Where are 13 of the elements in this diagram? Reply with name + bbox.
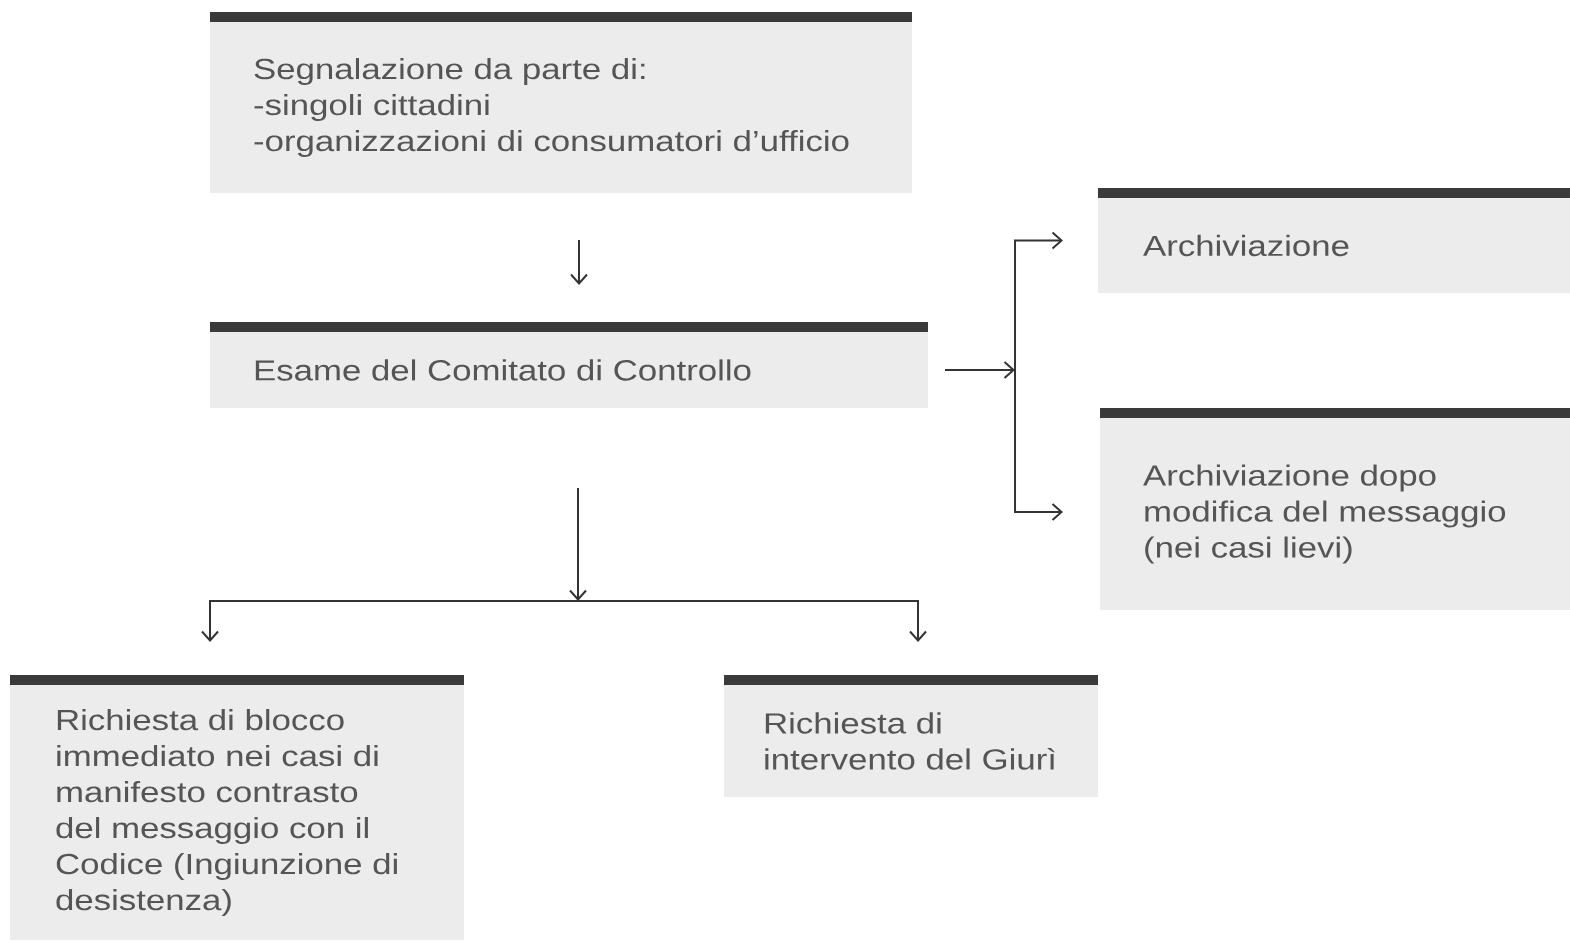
arrow: [201, 600, 579, 642]
arrow: [1014, 231, 1063, 371]
arrow: [570, 239, 588, 285]
arrow: [944, 361, 1015, 379]
arrow: [569, 487, 587, 601]
process-box: Archiviazione: [1098, 188, 1570, 293]
process-box: Archiviazione dopo modifica del messaggio (nei casi lievi): [1100, 408, 1570, 610]
process-box: Richiesta di blocco immediato nei casi di manifesto contrasto del messaggio con il Codice (Ingiunzione di desistenza): [10, 675, 464, 940]
process-box: Esame del Comitato di Controllo: [210, 322, 928, 408]
arrow: [1014, 369, 1063, 521]
process-box: Segnalazione da parte di: -singoli cittadini -organizzazioni di consumatori d’ufficio: [210, 12, 912, 193]
process-box: Richiesta di intervento del Giurì: [724, 675, 1098, 797]
arrow: [577, 600, 927, 642]
